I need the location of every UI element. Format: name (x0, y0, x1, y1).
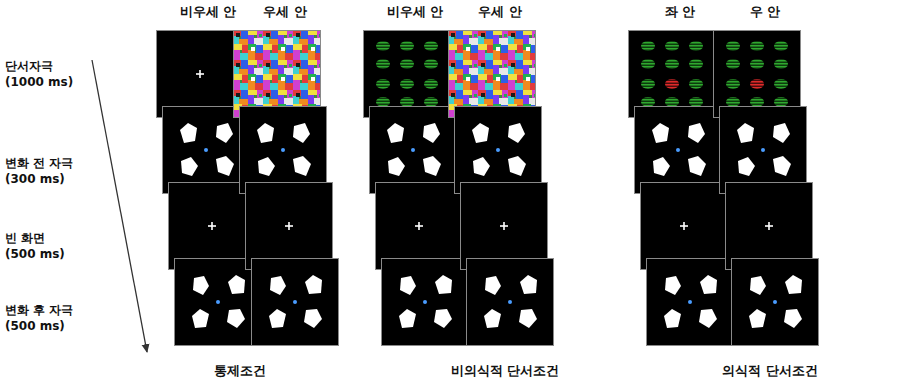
blank-frame (641, 183, 728, 270)
condition-label: 통제조건 (214, 362, 266, 380)
blank-frame (169, 183, 256, 270)
post-change-frame (382, 259, 469, 346)
post-change-frame (467, 259, 554, 346)
pre-change-frame (163, 107, 250, 194)
time-arrow (92, 60, 147, 352)
post-change-frame (647, 259, 734, 346)
post-change-frame (252, 259, 339, 346)
cue-frame (714, 31, 801, 118)
blank-frame (726, 183, 813, 270)
condition-label: 비의식적 단서조건 (451, 362, 560, 380)
condition-label: 의식적 단서조건 (722, 362, 818, 380)
blank-frame (376, 183, 463, 270)
column-header: 비우세 안 (387, 3, 444, 21)
cue-frame (364, 31, 451, 118)
column-header: 우세 안 (478, 3, 522, 21)
stage-label: 변화 전 자극 (300 ms) (5, 155, 85, 187)
cue-frame (157, 31, 244, 118)
cue-frame (449, 31, 536, 118)
column-header: 좌 안 (665, 3, 696, 21)
blank-frame (246, 183, 333, 270)
post-change-frame (732, 259, 819, 346)
stage-label: 빈 화면 (500 ms) (5, 230, 65, 262)
cue-frame (234, 31, 321, 118)
pre-change-frame (635, 107, 722, 194)
column-header: 비우세 안 (180, 3, 237, 21)
pre-change-frame (240, 107, 327, 194)
column-header: 우 안 (750, 3, 781, 21)
stage-label: 변화 후 자극 (500 ms) (5, 302, 85, 334)
cue-frame (629, 31, 716, 118)
stage-label: 단서자극 (1000 ms) (5, 58, 85, 90)
column-header: 우세 안 (263, 3, 307, 21)
pre-change-frame (455, 107, 542, 194)
post-change-frame (175, 259, 262, 346)
blank-frame (461, 183, 548, 270)
pre-change-frame (370, 107, 457, 194)
pre-change-frame (720, 107, 807, 194)
